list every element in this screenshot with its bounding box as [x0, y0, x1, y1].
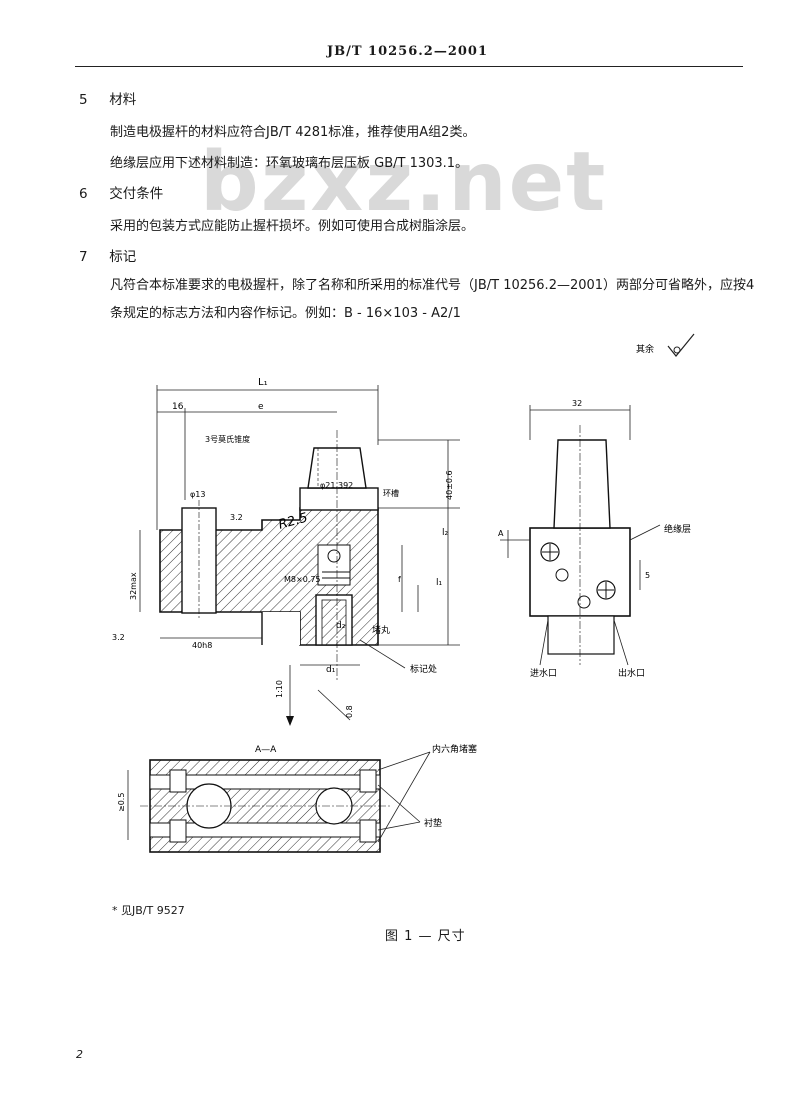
dim-side-32: 32	[572, 399, 582, 408]
datum-marker	[286, 716, 294, 726]
side-dimensions	[500, 405, 661, 666]
dim-5: 5	[645, 571, 650, 580]
insulation-label: 绝缘层	[664, 523, 691, 535]
section-aa-view	[140, 759, 390, 853]
ring-groove-label: 环槽	[383, 488, 399, 498]
footnote: * 见JB/T 9527	[112, 904, 185, 917]
plug-label: 堵丸	[372, 624, 390, 636]
dim-left: ≥0.5	[117, 793, 126, 812]
paragraph-insulation: 绝缘层应用下述材料制造：环氧玻璃布层压板 GB/T 1303.1。	[110, 156, 469, 171]
dim-L1: L₁	[258, 377, 268, 388]
figure-caption: 图 1 — 尺寸	[385, 929, 466, 944]
seal-label: 衬垫	[424, 817, 442, 829]
thread-m8: M8×0.75	[284, 575, 321, 584]
dim-e: e	[258, 402, 264, 412]
roughness-circle	[673, 346, 681, 354]
dim-r25: R2.5	[277, 511, 310, 533]
roughness-label: 其余	[636, 343, 654, 355]
section-title: 标记	[109, 249, 137, 265]
dim-d2: d₂	[336, 621, 346, 631]
section-6: 6 交付条件	[79, 182, 163, 202]
side-view	[529, 425, 631, 665]
section-number: 6	[79, 186, 88, 202]
dim-f: f	[398, 575, 401, 584]
front-view	[159, 430, 379, 680]
dim-32max: 32max	[129, 572, 138, 600]
inlet-label: 进水口	[530, 667, 557, 679]
hex-plug-label: 内六角堵塞	[432, 743, 477, 755]
paragraph-delivery: 采用的包装方式应能防止握杆损坏。例如可使用合成树脂涂层。	[110, 219, 475, 234]
taper-note: 3号莫氏锥度	[205, 434, 250, 444]
front-dimensions	[139, 385, 460, 721]
section-title: 材料	[109, 92, 137, 108]
paragraph-marking: 凡符合本标准要求的电极握杆，除了名称和所采用的标准代号（JB/T 10256.2…	[110, 278, 755, 321]
roughness-symbol	[667, 333, 695, 357]
dim-d13: φ13	[190, 490, 205, 499]
mark-place-label: 标记处	[410, 663, 437, 675]
outlet-label: 出水口	[618, 667, 645, 679]
dim-40h8: 40h8	[192, 641, 212, 650]
dim-0-8: 0.8	[345, 705, 354, 718]
dim-d21: φ21.392	[320, 481, 353, 490]
page-header: JB/T 10256.2—2001	[326, 44, 489, 59]
section-mark-a: A	[498, 529, 504, 538]
dim-l1: l₁	[436, 578, 443, 588]
dim-16: 16	[172, 402, 184, 412]
section-number: 7	[79, 249, 88, 265]
section-aa-leaders	[127, 751, 431, 843]
section-aa-label: A—A	[255, 745, 277, 755]
section-title: 交付条件	[109, 186, 164, 202]
roughness-3-2-left: 3.2	[112, 633, 125, 642]
dim-d1: d₁	[326, 665, 336, 675]
section-5: 5 材料	[79, 88, 136, 108]
section-7: 7 标记	[79, 245, 136, 265]
header-rule	[75, 66, 743, 67]
watermark: bzxz.net	[200, 135, 608, 230]
dim-40: 40±0.6	[445, 470, 454, 500]
paragraph-material: 制造电极握杆的材料应符合JB/T 4281标准，推荐使用A组2类。	[110, 125, 476, 140]
roughness-3-2: 3.2	[230, 513, 243, 522]
section-number: 5	[79, 92, 88, 108]
dim-1-10: 1:10	[275, 680, 284, 698]
dim-l2: l₂	[442, 528, 449, 538]
page-number: 2	[76, 1048, 83, 1061]
